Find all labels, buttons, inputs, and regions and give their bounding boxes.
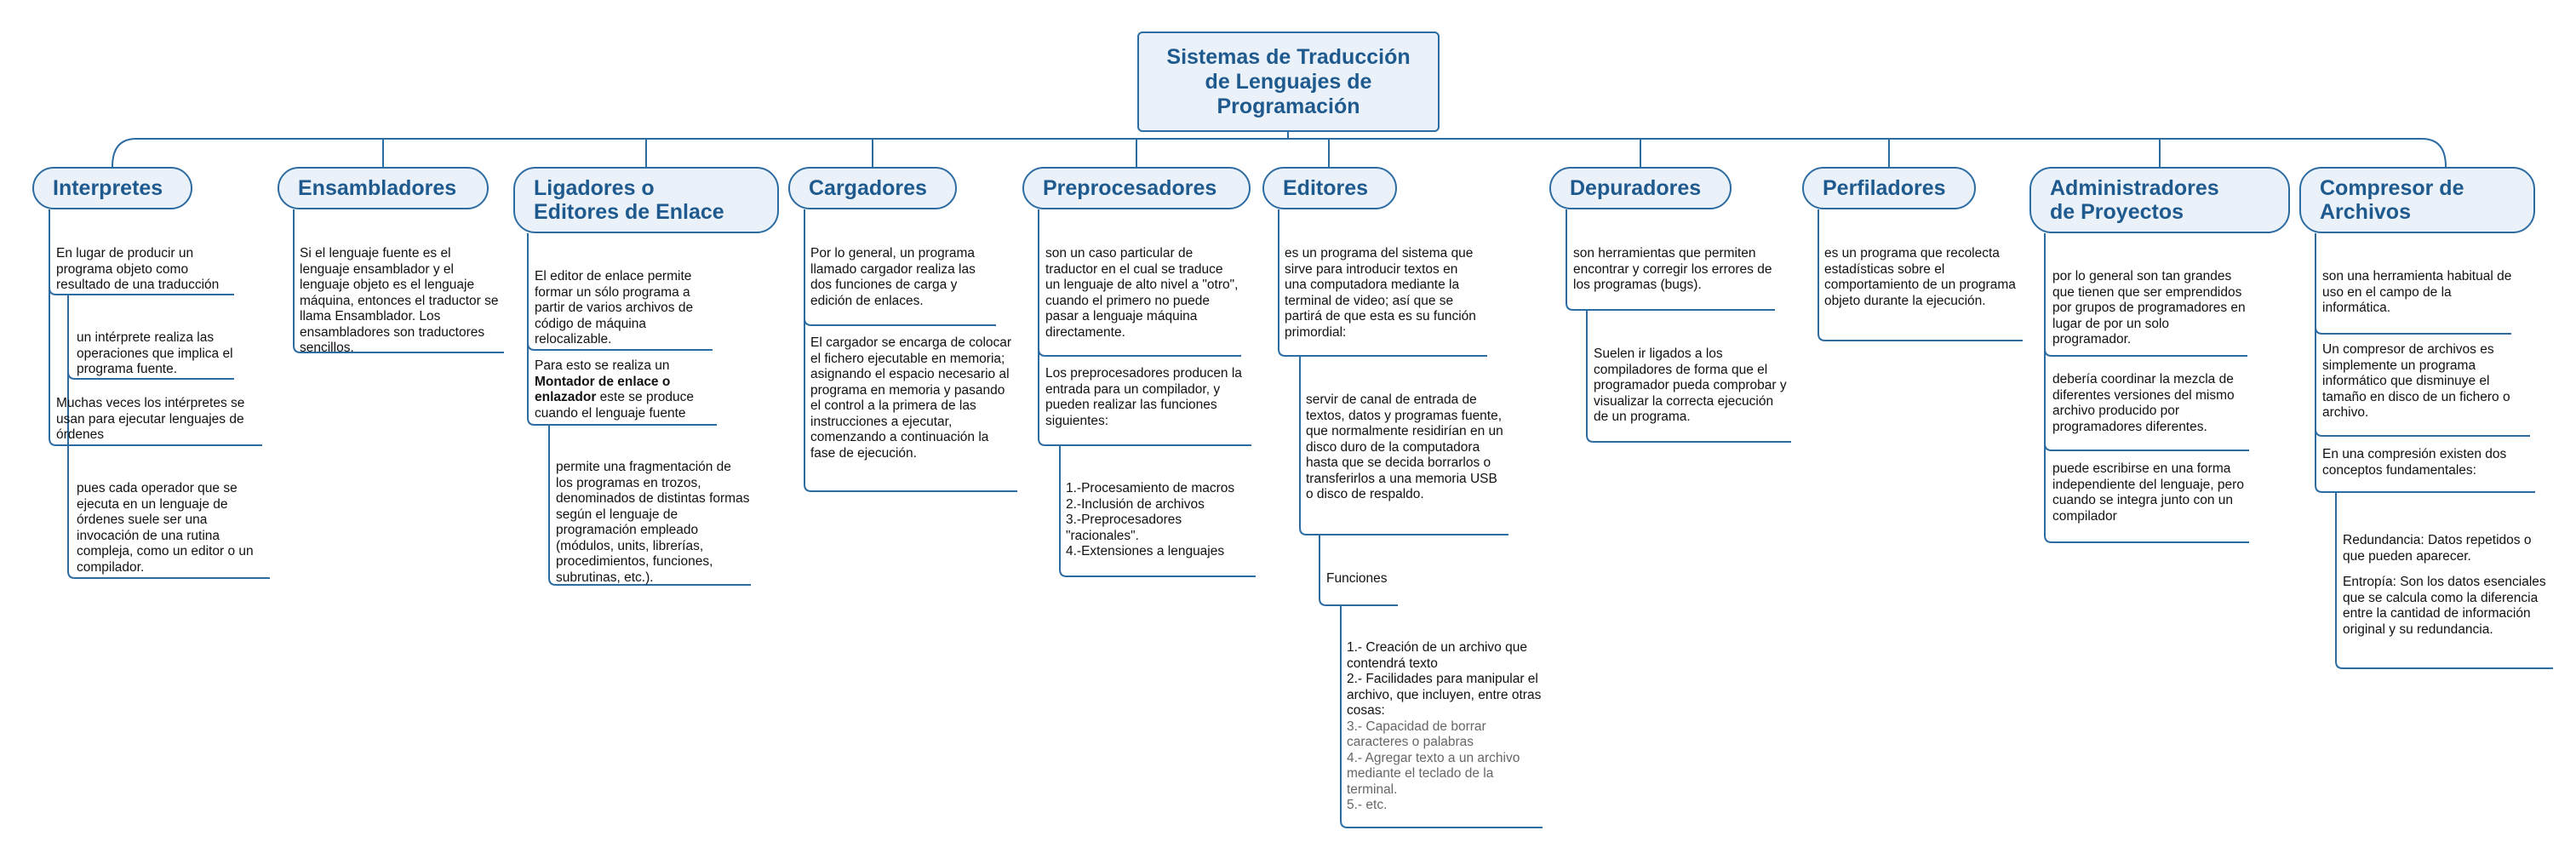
ligadores-underline — [527, 342, 713, 351]
preprocesadores-underline — [1038, 348, 1241, 357]
note-depuradores-1: son herramientas que permiten encontrar … — [1573, 246, 1772, 292]
list-item: 4.- Agregar texto a un archivo mediante … — [1347, 750, 1520, 797]
editores-list-underline — [1340, 820, 1543, 828]
note-administradores-1: por lo general son tan grandes que tiene… — [2052, 269, 2246, 346]
note-administradores-2: debería coordinar la mezcla de diferente… — [2052, 372, 2235, 434]
topic-ligadores[interactable]: Ligadores o Editores de Enlace — [513, 167, 779, 233]
note-depuradores-2: Suelen ir ligados a los compiladores de … — [1594, 346, 1787, 424]
preprocesadores-underline — [1038, 438, 1251, 446]
interpretes-underline — [49, 287, 234, 295]
list-item: 3.- Capacidad de borrar caracteres o pal… — [1347, 719, 1486, 750]
connector-bus — [112, 138, 2447, 168]
list-item: 3.-Preprocesadores "racionales". — [1066, 513, 1182, 543]
list-item: 1.- Creación de un archivo que contendrá… — [1347, 640, 1527, 671]
topic-preprocesadores[interactable]: Preprocesadores — [1022, 167, 1251, 209]
interpretes-underline — [49, 438, 262, 446]
topic-administradores[interactable]: Administradores de Proyectos — [2029, 167, 2290, 233]
note-interpretes-2: un intérprete realiza las operaciones qu… — [77, 330, 233, 376]
note-perfiladores-1: es un programa que recolecta estadística… — [1824, 246, 2016, 308]
note-interpretes-3: Muchas veces los intérpretes se usan par… — [56, 396, 245, 442]
note-ensambladores-1: Si el lenguaje fuente es el lenguaje ens… — [300, 246, 499, 355]
ligadores-underline — [527, 417, 717, 426]
topic-cargadores[interactable]: Cargadores — [788, 167, 957, 209]
note-interpretes-1: En lugar de producir un programa objeto … — [56, 246, 220, 292]
note-editores-2: servir de canal de entrada de textos, da… — [1306, 392, 1503, 501]
root-topic[interactable]: Sistemas de Traducción de Lenguajes de P… — [1137, 31, 1440, 132]
compresor-underline — [2315, 428, 2530, 437]
list-item: 4.-Extensiones a lenguajes — [1066, 544, 1225, 558]
topic-perfiladores[interactable]: Perfiladores — [1802, 167, 1976, 209]
editores-funciones-underline — [1319, 598, 1398, 606]
note-interpretes-4: pues cada operador que se ejecuta en un … — [77, 481, 254, 575]
compresor-sub-underline — [2335, 661, 2553, 669]
note-editores-funciones: Funciones — [1326, 571, 1388, 586]
note-compresor-2: Un compresor de archivos es simplemente … — [2322, 342, 2510, 420]
topic-editores[interactable]: Editores — [1262, 167, 1397, 209]
list-item: 2.-Inclusión de archivos — [1066, 496, 1205, 512]
editores-underline — [1278, 348, 1487, 357]
note-administradores-3: puede escribirse en una forma independie… — [2052, 461, 2244, 524]
ensambladores-underline — [293, 345, 504, 353]
compresor-underline — [2315, 326, 2511, 335]
topic-depuradores[interactable]: Depuradores — [1549, 167, 1732, 209]
note-ligadores-2-a: Para esto se realiza un — [535, 358, 670, 373]
depuradores-underline — [1566, 302, 1775, 311]
ligadores-sub-underline — [548, 577, 751, 586]
administradores-underline — [2044, 443, 2249, 451]
note-preprocesadores-1: son un caso particular de traductor en e… — [1045, 246, 1239, 340]
editores-funciones-list: 1.- Creación de un archivo que contendrá… — [1347, 640, 1544, 814]
administradores-underline — [2044, 535, 2249, 543]
note-ligadores-3: permite una fragmentación de los program… — [556, 460, 750, 585]
administradores-underline — [2044, 348, 2247, 357]
note-cargadores-2: El cargador se encarga de colocar el fic… — [810, 335, 1012, 461]
note-preprocesadores-2: Los preprocesadores producen la entrada … — [1045, 366, 1242, 428]
note-ligadores-2-c: este se produce cuando el lenguaje fuent… — [535, 390, 694, 421]
list-item: 2.- Facilidades para manipular el archiv… — [1347, 672, 1542, 718]
note-ligadores-2: Para esto se realiza un Montador de enla… — [535, 358, 718, 421]
note-ligadores-1: El editor de enlace permite formar un só… — [535, 269, 694, 346]
depuradores-sub-underline — [1586, 434, 1791, 443]
note-compresor-4: Redundancia: Datos repetidos o que puede… — [2343, 533, 2532, 564]
preprocesadores-sub-underline — [1059, 569, 1256, 577]
editores-sub-underline — [1299, 527, 1508, 535]
note-compresor-3: En una compresión existen dos conceptos … — [2322, 447, 2507, 478]
preprocesadores-list: 1.-Procesamiento de macros 2.-Inclusión … — [1066, 481, 1257, 560]
cargadores-underline — [804, 484, 1017, 492]
note-ligadores-2-b: Montador de enlace o enlazador — [535, 374, 671, 405]
list-item: 1.-Procesamiento de macros — [1066, 481, 1235, 495]
topic-interpretes[interactable]: Interpretes — [32, 167, 192, 209]
topic-compresor[interactable]: Compresor de Archivos — [2299, 167, 2535, 233]
perfiladores-underline — [1818, 333, 2023, 341]
interpretes-sub-underline — [67, 371, 234, 380]
note-editores-1: es un programa del sistema que sirve par… — [1285, 246, 1476, 340]
note-compresor-1: son una herramienta habitual de uso en e… — [2322, 269, 2512, 315]
compresor-underline — [2315, 484, 2535, 493]
note-cargadores-1: Por lo general, un programa llamado carg… — [810, 246, 976, 308]
note-compresor-5: Entropía: Son los datos esenciales que s… — [2343, 575, 2546, 637]
interpretes-sub-underline — [67, 570, 270, 579]
cargadores-underline — [804, 318, 996, 326]
list-item: 5.- etc. — [1347, 798, 1388, 812]
topic-ensambladores[interactable]: Ensambladores — [278, 167, 489, 209]
